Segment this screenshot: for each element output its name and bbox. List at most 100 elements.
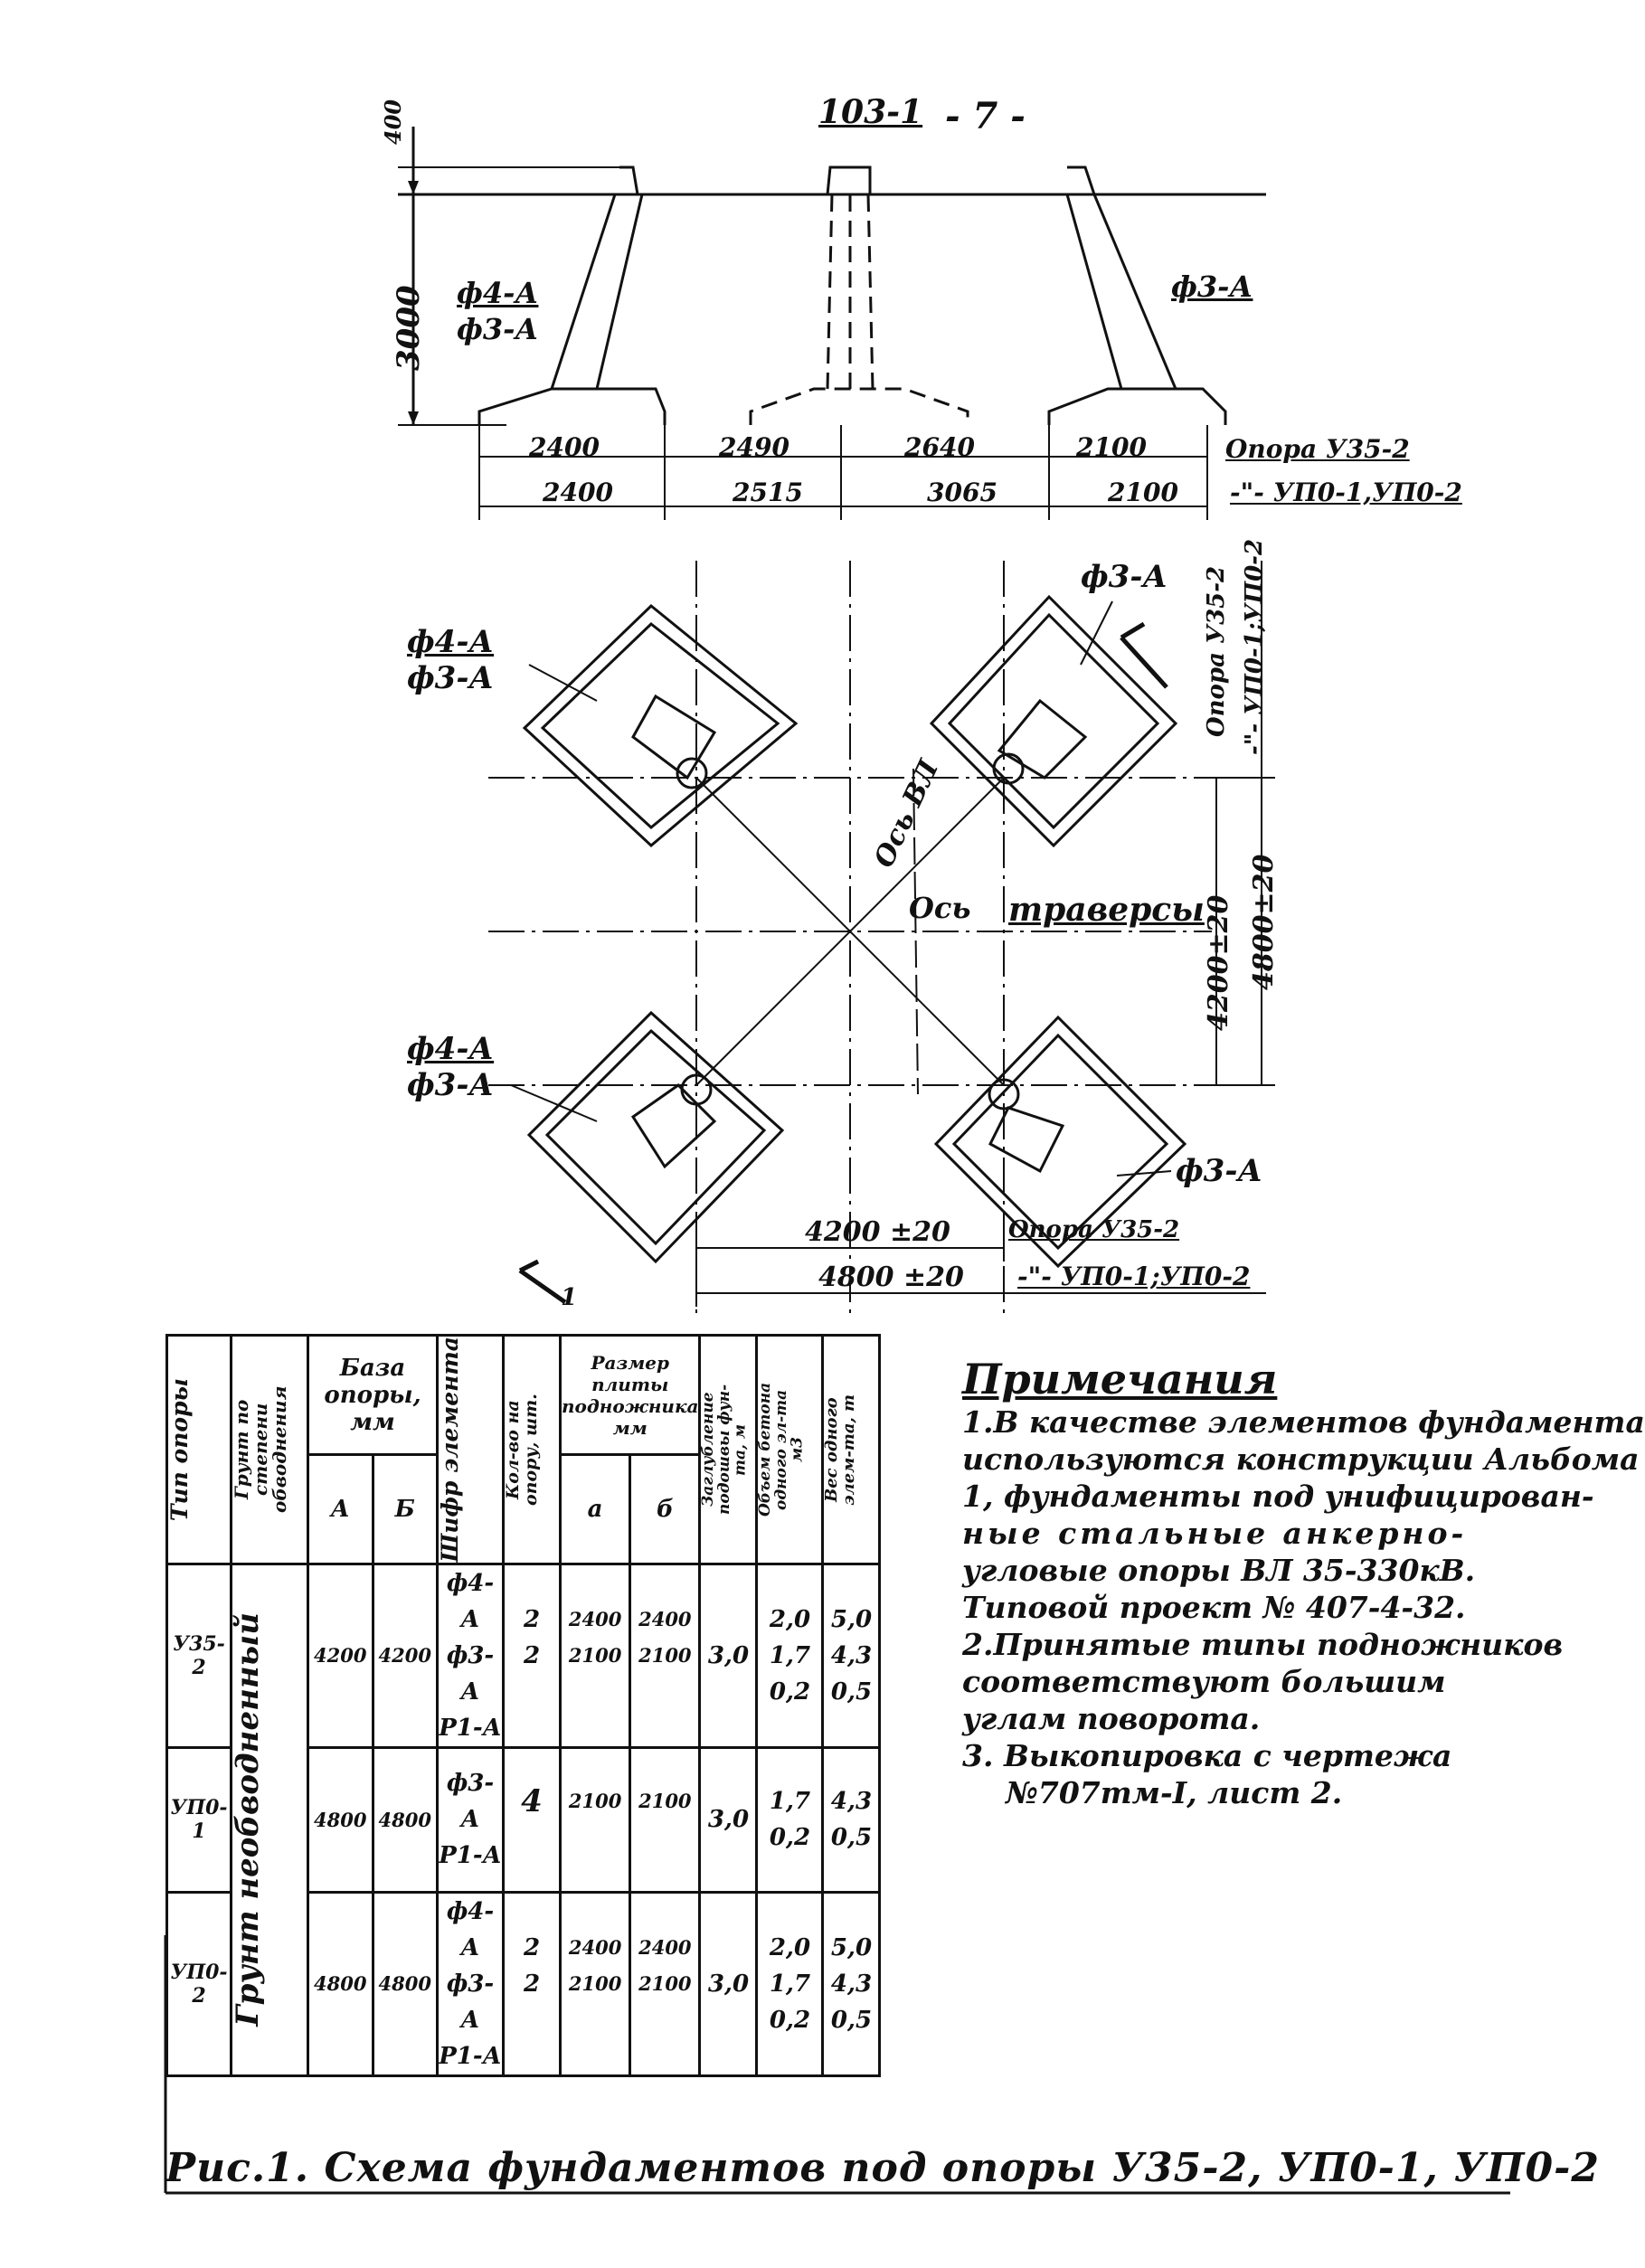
plan-dim-vert-2: 4800±20 xyxy=(1248,854,1280,990)
elev-right-label: ф3-А xyxy=(1171,269,1253,304)
note-line: Типовой проект № 407-4-32. xyxy=(962,1590,1466,1625)
elev-dim-2-4: 2100 xyxy=(1108,477,1178,507)
plan-label-bl-1: ф4-А xyxy=(407,1031,495,1067)
plan-foundation-top-right xyxy=(929,594,1178,848)
notes-block: Примечания 1.В качестве элементов фундам… xyxy=(962,1355,1645,1811)
dim-top-label: 400 xyxy=(380,99,406,145)
elev-dim-1-3: 2640 xyxy=(904,432,975,462)
dim-height-label: 3000 xyxy=(391,285,427,371)
cell-base-a: 4800 xyxy=(307,1745,374,1894)
notes-title: Примечания xyxy=(962,1355,1278,1403)
elevation-foundation-left xyxy=(477,165,667,425)
plan-legend-horiz-2: -"- УП0-1;УП0-2 xyxy=(1017,1262,1251,1291)
cell-counts: 4 xyxy=(502,1745,562,1894)
note-line: 1.В качестве элементов фундамента xyxy=(962,1404,1645,1440)
plan-label-br: ф3-А xyxy=(1176,1153,1263,1189)
cell-base-b: 4800 xyxy=(371,1745,439,1894)
elev-dim-1-1: 2400 xyxy=(529,432,600,462)
note-line: 1, фундаменты под унифицирован- xyxy=(962,1479,1594,1514)
th-depth: Заглубление подошвы фун-та, м xyxy=(698,1334,759,1565)
plan-label-tl-2: ф3-А xyxy=(407,660,495,696)
table-row: У35-2 Грунт необводненный 4200 4200 ф4-А… xyxy=(165,1562,882,2077)
elev-dim-2-1: 2400 xyxy=(543,477,613,507)
figure-caption: Рис.1. Схема фундаментов под опоры У35-2… xyxy=(165,2145,1600,2191)
plan-legend-vert-2: -"- УП0-1;УП0-2 xyxy=(1241,538,1268,755)
plan-label-tl-1: ф4-А xyxy=(407,624,495,660)
cell-base-b: 4200 xyxy=(371,1562,439,1749)
axis-traverse-label-1: Ось xyxy=(909,891,971,925)
doc-code: 103-1 xyxy=(818,93,923,131)
cell-type: У35-2 xyxy=(165,1562,232,1749)
th-base: База опоры, мм xyxy=(307,1333,439,1457)
th-volume: Объем бетона одного эл-та м3 xyxy=(755,1334,825,1565)
th-weight: Вес одного элем-та, т xyxy=(821,1334,882,1565)
th-base-b: Б xyxy=(371,1453,439,1565)
note-line: используются конструкции Альбома xyxy=(962,1441,1640,1477)
plan-label-tr: ф3-А xyxy=(1081,559,1168,595)
plan-label-bl-2: ф3-А xyxy=(407,1067,495,1103)
note-line: 3. Выкопировка с чертежа xyxy=(962,1738,1452,1773)
page-number: - 7 - xyxy=(945,95,1026,137)
elevation-foundation-middle xyxy=(749,194,969,425)
elev-dim-2-3: 3065 xyxy=(927,477,997,507)
plan-foundation-top-left xyxy=(522,603,799,848)
elev-dim-1-4: 2100 xyxy=(1076,432,1147,462)
plan-dim-vert-1: 4200±20 xyxy=(1203,894,1234,1031)
elev-left-label-1: ф4-А xyxy=(457,276,539,310)
th-soil: Грунт по степени обводнения xyxy=(230,1334,309,1565)
plan-foundation-bottom-right xyxy=(933,1015,1187,1269)
note-line: ные стальные анкерно- xyxy=(962,1516,1468,1551)
note-line: соответствуют большим xyxy=(962,1664,1446,1699)
elev-dim-2-2: 2515 xyxy=(733,477,803,507)
plan-dim-horiz-2: 4800 ±20 xyxy=(818,1262,964,1293)
spec-table: Тип опоры Грунт по степени обводнения Ба… xyxy=(165,1333,882,2077)
elev-left-label-2: ф3-А xyxy=(457,312,539,346)
cell-type: УП0-2 xyxy=(165,1890,232,2077)
th-count: Кол-во на опору, шт. xyxy=(502,1334,562,1565)
cell-plate-a: 2100 xyxy=(558,1745,632,1894)
cell-depth: 3,0 xyxy=(698,1745,759,1894)
th-base-a: А xyxy=(307,1453,374,1565)
elevation-foundation-right xyxy=(1047,165,1227,425)
plan-legend-vert-1: Опора У35-2 xyxy=(1203,565,1230,737)
note-line: угловые опоры ВЛ 35-330кВ. xyxy=(962,1553,1476,1588)
cell-soil: Грунт необводненный xyxy=(230,1562,309,2077)
th-plate-b: б xyxy=(629,1453,702,1565)
cell-type: УП0-1 xyxy=(165,1745,232,1894)
note-line: углам поворота. xyxy=(962,1701,1261,1736)
th-cipher: Шифр элемента xyxy=(436,1334,505,1565)
cell-base-b: 4800 xyxy=(371,1890,439,2077)
plan-foundation-bottom-left xyxy=(526,1010,785,1264)
elev-dim-1-2: 2490 xyxy=(719,432,789,462)
note-line: 2.Принятые типы подножников xyxy=(962,1627,1564,1662)
axis-traverse-label-2: траверсы xyxy=(1008,891,1205,929)
th-plate: Размер плиты подножника мм xyxy=(558,1333,702,1457)
elev-legend-2: -"- УП0-1,УП0-2 xyxy=(1230,477,1462,507)
cell-plate-b: 2100 xyxy=(629,1745,702,1894)
th-plate-a: а xyxy=(558,1453,632,1565)
foundation-drawing xyxy=(164,127,1510,2195)
plan-legend-horiz-1: Опора У35-2 xyxy=(1008,1216,1180,1243)
elev-legend-1: Опора У35-2 xyxy=(1225,434,1410,464)
cell-base-a: 4800 xyxy=(307,1890,374,2077)
cell-base-a: 4200 xyxy=(307,1562,374,1749)
note-line: №707тм-I, лист 2. xyxy=(1006,1775,1343,1810)
cell-depth: 3,0 xyxy=(698,1890,759,2077)
